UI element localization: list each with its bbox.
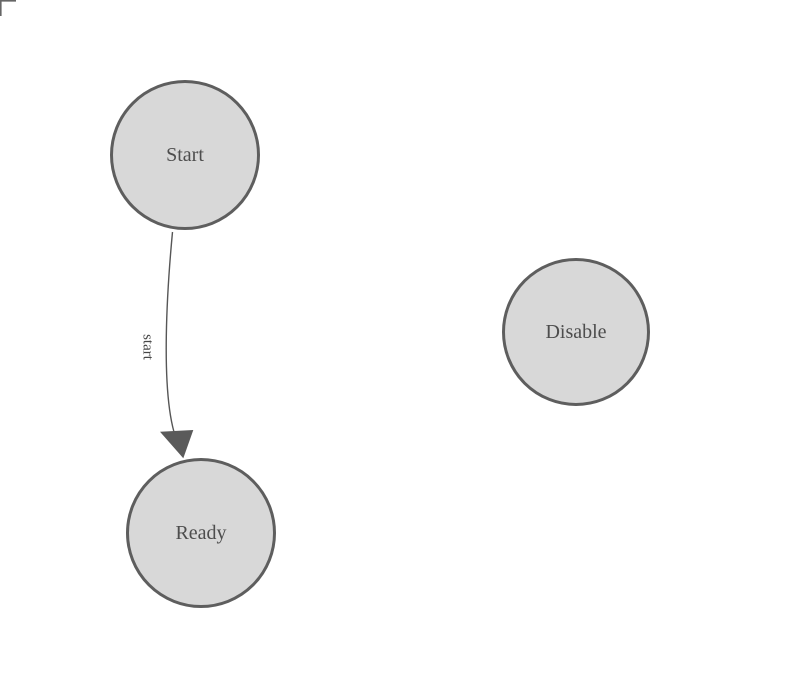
edge-arrowhead-icon[interactable] — [160, 430, 194, 459]
state-node-start[interactable]: Start — [110, 80, 260, 230]
state-node-ready[interactable]: Ready — [126, 458, 276, 608]
state-node-disable[interactable]: Disable — [502, 258, 650, 406]
state-label-start: Start — [166, 143, 204, 166]
transition-edge-start-to-ready[interactable] — [165, 231, 175, 433]
corner-bracket-icon — [0, 0, 16, 16]
edge-label-start[interactable]: start — [139, 334, 156, 360]
state-label-ready: Ready — [175, 521, 227, 544]
origin-corner-marker — [0, 0, 16, 16]
state-label-disable: Disable — [545, 320, 607, 343]
